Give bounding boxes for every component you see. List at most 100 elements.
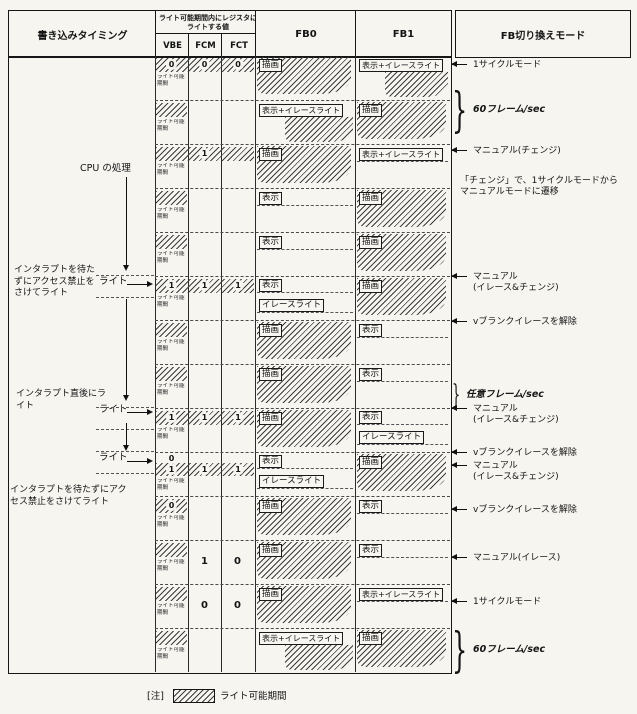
value-digit: 0 [166, 500, 177, 511]
fb1-cell: 表示 [355, 541, 450, 585]
write-period-caption: ライト可能期間 [157, 339, 185, 352]
arrow-line [452, 64, 467, 65]
fb0-cell: 描画 [255, 321, 355, 365]
fcm-value: 1 [201, 556, 208, 567]
dashed-line [357, 557, 448, 558]
timing-band: 1 1 1 ライト可能期間 描画 表示 イレースライト [155, 408, 450, 453]
vbe-value: 1 [155, 280, 188, 291]
dashed-guide [96, 451, 154, 452]
timing-band: ライト可能期間 表示 描画 [155, 232, 450, 277]
fb0-state: 表示 [259, 279, 283, 292]
mode-label: マニュアル(イレース) [473, 553, 561, 563]
vbe-value-pre: 0 [155, 453, 188, 464]
fb0-state: 表示 [259, 192, 283, 205]
fb1-state: 表示 [359, 500, 383, 513]
arrow-line [452, 321, 467, 322]
dashed-line [357, 381, 448, 382]
timing-band: ライト可能期間 表示+イレースライト 描画 [155, 100, 450, 145]
header-write-timing: 書き込みタイミング [8, 10, 157, 58]
mode-label: vブランクイレースを解除 [473, 317, 577, 327]
write-period-hatch [156, 323, 187, 337]
header-fct: FCT [221, 33, 257, 58]
write-period-caption: ライト可能期間 [157, 163, 185, 176]
timing-band: ライト可能期間 描画 表示 [155, 364, 450, 409]
legend-hatch-swatch [173, 689, 215, 703]
timing-band: ライト可能期間 表示 描画 [155, 188, 450, 233]
fb0-cell: 表示+イレースライト [255, 629, 355, 673]
fb0-cell: 描画 [255, 409, 355, 453]
fb1-cell: 描画 [355, 629, 450, 673]
timing-band: 0 ライト可能期間 描画 表示 [155, 496, 450, 541]
write-period-hatch [156, 103, 187, 117]
fb0-cell: 描画 [255, 541, 355, 585]
dashed-line [257, 249, 353, 250]
timing-band: ライト可能期間 描画 表示 [155, 320, 450, 365]
header-vbe: VBE [155, 33, 190, 58]
timing-band: 1 1 1 ライト可能期間 表示 イレースライト 描画 [155, 276, 450, 321]
write-period-hatch [156, 587, 187, 601]
fb1-cell: 表示+イレースライト [355, 56, 450, 100]
fb1-cell: 表示+イレースライト [355, 145, 450, 189]
write-period-caption: ライト可能期間 [157, 515, 185, 528]
fb0-state-2: イレースライト [259, 475, 325, 488]
fb1-cell: 描画 [355, 233, 450, 277]
vbe-value: 1 [155, 464, 188, 475]
mode-60fps: } 60フレーム/sec [452, 626, 545, 674]
fb0-state: 描画 [259, 544, 283, 557]
dashed-guide [96, 275, 154, 276]
fb1-cell: 表示+イレースライト [355, 585, 450, 629]
fb1-cell: 表示 [355, 321, 450, 365]
write-label: ライト [99, 452, 128, 463]
dashed-line [357, 513, 448, 514]
mode-label: マニュアル [473, 461, 518, 471]
header-fb1: FB1 [355, 10, 452, 58]
fct-value: 1 [221, 280, 255, 291]
fcm-value: 0 [188, 59, 221, 70]
dashed-guide [96, 473, 154, 474]
value-digit: 1 [199, 148, 210, 159]
fb0-state: 描画 [259, 500, 283, 513]
fb1-state: 表示+イレースライト [359, 59, 444, 72]
dashed-line [257, 292, 353, 293]
fb1-state: 表示 [359, 368, 383, 381]
fb1-state: 描画 [359, 632, 383, 645]
mode-manual-erase-change: マニュアル (イレース&チェンジ) [451, 461, 559, 483]
fb1-cell: 描画 [355, 277, 450, 321]
fb0-cell: 描画 [255, 145, 355, 189]
fb1-state: 描画 [359, 236, 383, 249]
dashed-line [257, 205, 353, 206]
mode-label-2: (イレース&チェンジ) [473, 283, 559, 293]
fct-value: 0 [234, 600, 241, 611]
brace-icon: } [452, 622, 468, 678]
fct-value: 0 [221, 59, 255, 70]
arrow-line [452, 276, 467, 277]
value-digit: 0 [166, 453, 177, 464]
timing-band: 0 0 0 ライト可能期間 描画 表示+イレースライト [155, 56, 450, 100]
fb0-state: 表示 [259, 236, 283, 249]
right-arrowhead-icon [147, 458, 153, 464]
fb1-state: 表示+イレースライト [359, 148, 444, 161]
mode-1-cycle: 1サイクルモード [451, 597, 541, 608]
fb1-cell: 表示 イレースライト [355, 409, 450, 453]
fb0-cell: 表示 [255, 189, 355, 233]
fb0-cell: 描画 [255, 56, 355, 100]
arrow-line [452, 601, 467, 602]
arrow-line [452, 465, 467, 466]
fb0-cell: 表示 イレースライト [255, 453, 355, 497]
write-period-caption: ライト可能期間 [157, 559, 185, 572]
after-interrupt-label: インタラプト直後にライト [16, 389, 107, 411]
timing-band: 1 ライト可能期間 描画 表示+イレースライト [155, 144, 450, 189]
brace-icon: } [452, 82, 468, 138]
note-text: 「チェンジ」で、1サイクルモードからマニュアルモードに遷移 [460, 176, 618, 197]
fb1-hatch [385, 72, 448, 97]
mode-label: マニュアル(チェンジ) [473, 146, 561, 156]
write-period-caption: ライト可能期間 [157, 207, 185, 220]
dashed-guide [96, 297, 154, 298]
dashed-line [357, 424, 448, 425]
flow-arrow-line [126, 423, 127, 445]
mode-manual-erase-change: マニュアル (イレース&チェンジ) [451, 404, 559, 426]
vbe-value: 0 [155, 500, 188, 511]
fb0-state: 描画 [259, 368, 283, 381]
value-digit: 1 [166, 280, 177, 291]
mode-label: マニュアル [473, 272, 518, 282]
